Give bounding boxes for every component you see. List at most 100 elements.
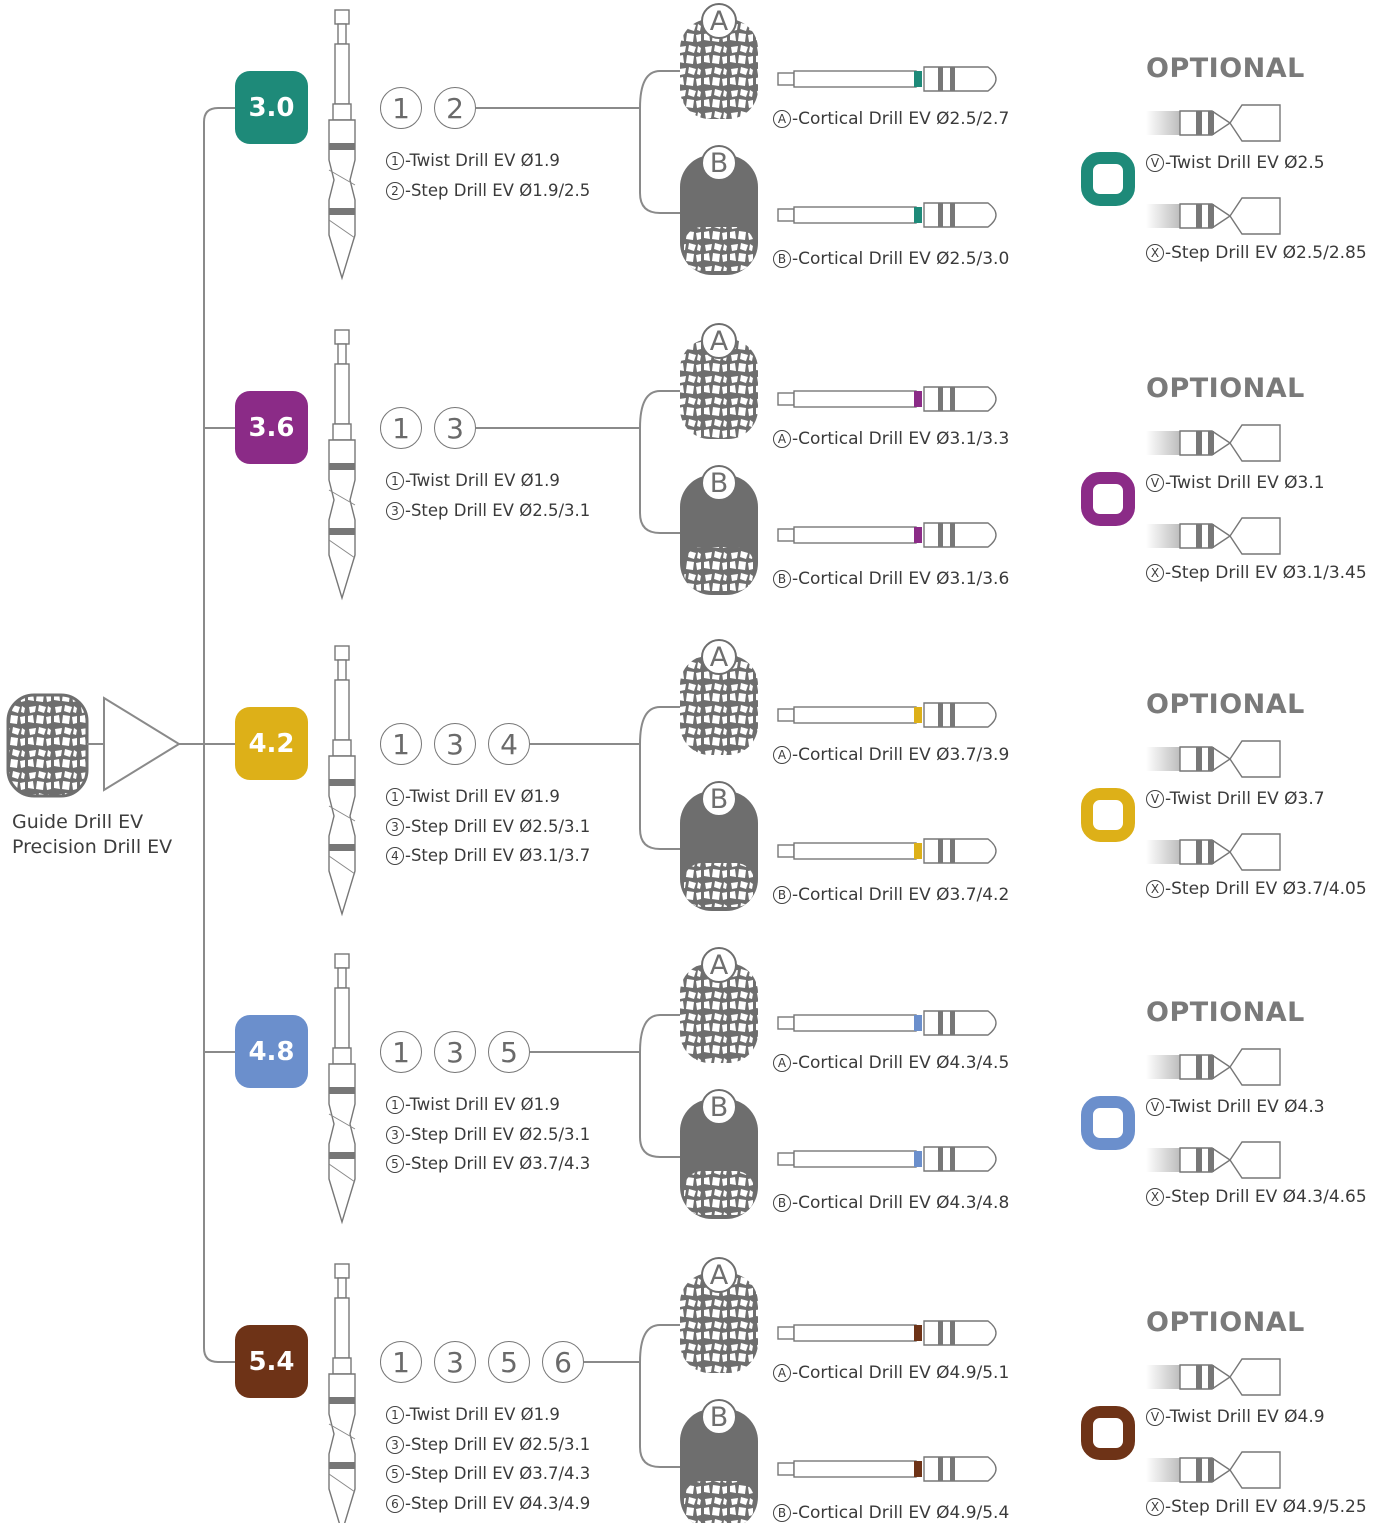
- cortical-letter-mark: B: [773, 1194, 791, 1212]
- size-badge-3-6: 3.6: [235, 391, 308, 464]
- drill-step-text: -Step Drill EV Ø2.5/3.1: [405, 500, 591, 520]
- sequence-step-circle: 1: [380, 407, 422, 449]
- optional-letter-mark: V: [1146, 1098, 1164, 1116]
- cortical-a-label: A-Cortical Drill EV Ø2.5/2.7: [773, 109, 1009, 129]
- sequence-step-circle: 1: [380, 1031, 422, 1073]
- sequence-step-circle: 1: [380, 723, 422, 765]
- drill-step-text: -Step Drill EV Ø3.1/3.7: [405, 846, 591, 865]
- optional-step-drill-icon-3: [1146, 1141, 1281, 1179]
- cortical-letter-mark: A: [773, 110, 791, 128]
- color-ring-icon: [1081, 152, 1135, 206]
- cortical-a-label: A-Cortical Drill EV Ø4.3/4.5: [773, 1053, 1009, 1073]
- cortical-letter-mark: A: [773, 746, 791, 764]
- size-badge-3-0: 3.0: [235, 71, 308, 144]
- vertical-drill-icon: [328, 953, 356, 1225]
- drill-step-text: -Twist Drill EV Ø1.9: [405, 1405, 560, 1424]
- optional-letter-mark: X: [1146, 880, 1164, 898]
- drill-step-text: -Twist Drill EV Ø1.9: [405, 787, 560, 806]
- size-badge-4-8: 4.8: [235, 1015, 308, 1088]
- drill-step-item: 5-Step Drill EV Ø3.7/4.3: [386, 1149, 590, 1179]
- cortical-letter-mark: A: [773, 1054, 791, 1072]
- optional-twist-drill-icon-2: [1146, 740, 1281, 778]
- sequence-step-circle: 3: [434, 407, 476, 449]
- cortical-text: -Cortical Drill EV Ø3.1/3.3: [792, 429, 1010, 449]
- optional-letter-mark: V: [1146, 790, 1164, 808]
- sequence-step-circle: 3: [434, 1341, 476, 1383]
- cortical-drill-b-icon: [777, 1146, 997, 1172]
- bone-branch-lines: [639, 1324, 680, 1468]
- sequence-step-circle: 2: [434, 87, 476, 129]
- trunk-line: [203, 107, 235, 1363]
- optional-twist-drill-icon-4: [1146, 1358, 1281, 1396]
- bone-type-a-icon: [680, 963, 758, 1063]
- optional-text: -Step Drill EV Ø3.1/3.45: [1165, 563, 1367, 583]
- cortical-drill-b-icon: [777, 522, 997, 548]
- optional-twist-drill-icon-3: [1146, 1048, 1281, 1086]
- cortical-text: -Cortical Drill EV Ø2.5/2.7: [792, 109, 1010, 129]
- step-number-mark: 5: [386, 1155, 404, 1173]
- step-number-mark: 1: [386, 788, 404, 806]
- optional-letter-mark: V: [1146, 1408, 1164, 1426]
- size-badge-4-2: 4.2: [235, 707, 308, 780]
- cortical-letter-mark: B: [773, 886, 791, 904]
- drill-step-item: 1-Twist Drill EV Ø1.9: [386, 1400, 590, 1430]
- bone-a-letter: A: [701, 1257, 737, 1293]
- optional-title: OPTIONAL: [1146, 53, 1305, 84]
- bone-b-letter: B: [701, 1399, 737, 1435]
- bone-a-letter: A: [701, 639, 737, 675]
- optional-x-label: X-Step Drill EV Ø4.3/4.65: [1146, 1187, 1367, 1207]
- cortical-text: -Cortical Drill EV Ø4.9/5.1: [792, 1363, 1010, 1383]
- optional-letter-mark: X: [1146, 1498, 1164, 1516]
- optional-letter-mark: V: [1146, 154, 1164, 172]
- optional-x-label: X-Step Drill EV Ø2.5/2.85: [1146, 243, 1367, 263]
- cortical-b-label: B-Cortical Drill EV Ø4.3/4.8: [773, 1193, 1009, 1213]
- cortical-letter-mark: A: [773, 1364, 791, 1382]
- drill-step-item: 6-Step Drill EV Ø4.3/4.9: [386, 1489, 590, 1519]
- cortical-letter-mark: B: [773, 250, 791, 268]
- drill-step-item: 1-Twist Drill EV Ø1.9: [386, 146, 590, 176]
- cortical-drill-a-icon: [777, 702, 997, 728]
- bone-b-letter: B: [701, 465, 737, 501]
- bone-b-letter: B: [701, 1089, 737, 1125]
- drill-step-text: -Step Drill EV Ø2.5/3.1: [405, 1434, 591, 1454]
- cortical-text: -Cortical Drill EV Ø3.7/3.9: [792, 745, 1010, 765]
- optional-title: OPTIONAL: [1146, 689, 1305, 720]
- optional-step-drill-icon-4: [1146, 1451, 1281, 1489]
- optional-text: -Twist Drill EV Ø4.9: [1165, 1407, 1325, 1427]
- drill-step-item: 1-Twist Drill EV Ø1.9: [386, 466, 590, 496]
- vertical-drill-icon: [328, 1263, 356, 1523]
- bone-a-letter: A: [701, 323, 737, 359]
- cortical-drill-a-icon: [777, 386, 997, 412]
- bone-branch-lines: [639, 390, 680, 534]
- cortical-text: -Cortical Drill EV Ø4.3/4.8: [792, 1193, 1010, 1213]
- step-number-mark: 3: [386, 501, 404, 520]
- cortical-drill-b-icon: [777, 1456, 997, 1482]
- drill-step-text: -Step Drill EV Ø2.5/3.1: [405, 816, 591, 836]
- cortical-letter-mark: B: [773, 1504, 791, 1522]
- optional-title: OPTIONAL: [1146, 997, 1305, 1028]
- optional-v-label: V-Twist Drill EV Ø3.7: [1146, 789, 1325, 809]
- cortical-drill-a-icon: [777, 1010, 997, 1036]
- sequence-step-circle: 5: [488, 1341, 530, 1383]
- optional-v-label: V-Twist Drill EV Ø3.1: [1146, 473, 1325, 493]
- step-number-mark: 1: [386, 472, 404, 490]
- optional-step-drill-icon-2: [1146, 833, 1281, 871]
- bone-b-letter: B: [701, 781, 737, 817]
- step-number-mark: 6: [386, 1494, 404, 1513]
- drill-step-text: -Step Drill EV Ø1.9/2.5: [405, 180, 591, 200]
- cortical-drill-b-icon: [777, 202, 997, 228]
- optional-letter-mark: X: [1146, 1188, 1164, 1206]
- drill-step-text: -Twist Drill EV Ø1.9: [405, 471, 560, 490]
- bone-type-a-icon: [680, 339, 758, 439]
- vertical-drill-icon: [328, 329, 356, 601]
- step-number-mark: 1: [386, 1406, 404, 1424]
- cortical-drill-b-icon: [777, 838, 997, 864]
- optional-text: -Step Drill EV Ø4.3/4.65: [1165, 1187, 1367, 1207]
- optional-x-label: X-Step Drill EV Ø3.1/3.45: [1146, 563, 1367, 583]
- bone-type-a-icon: [680, 655, 758, 755]
- optional-text: -Step Drill EV Ø3.7/4.05: [1165, 879, 1367, 899]
- optional-text: -Step Drill EV Ø2.5/2.85: [1165, 243, 1367, 263]
